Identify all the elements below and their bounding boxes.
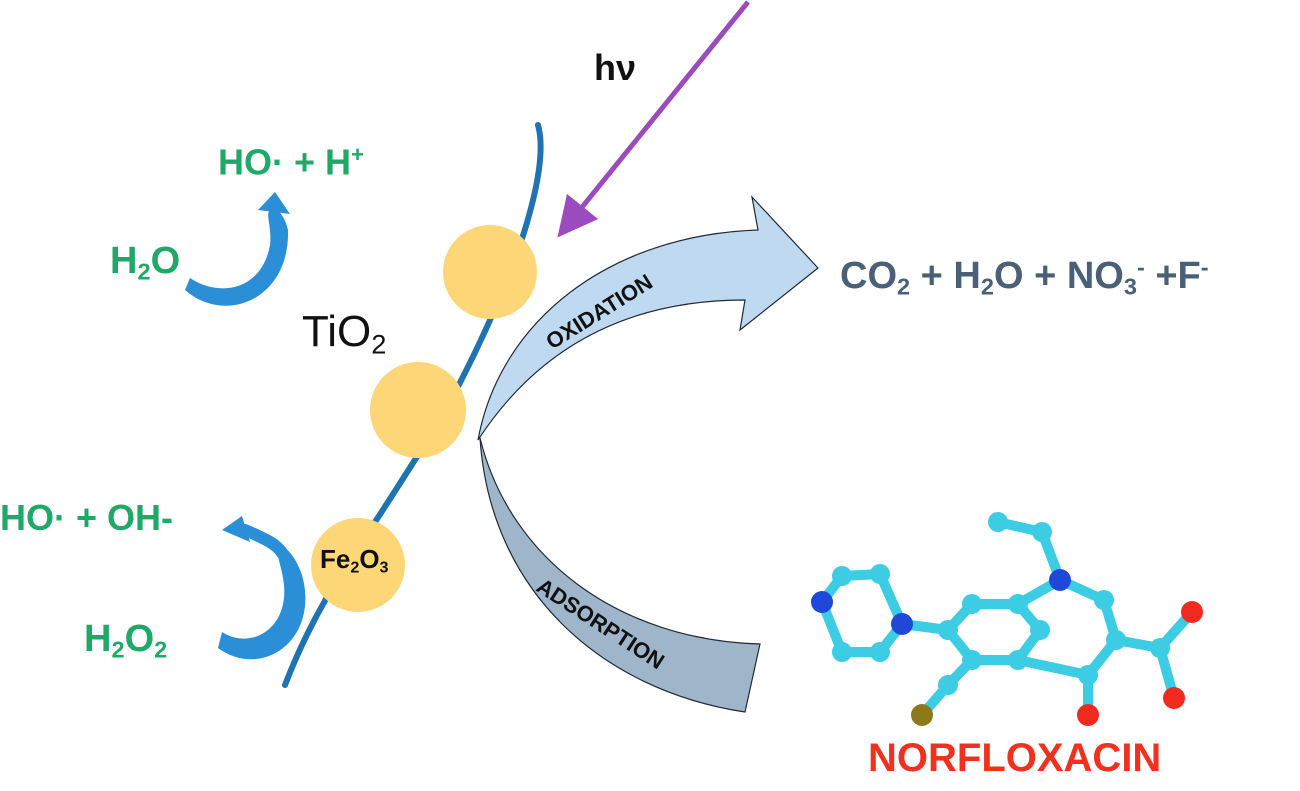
top-reactant-label: H2O: [110, 240, 181, 285]
molecule-atom-c: [962, 594, 982, 614]
molecule-atom-o: [1077, 704, 1099, 726]
h2o-arrow-head: [258, 192, 290, 214]
molecule-atom-c: [1150, 638, 1170, 658]
molecule-atom-c: [1078, 665, 1098, 685]
oxidation-arrow: [477, 195, 819, 441]
molecule-atom-c: [938, 620, 958, 640]
molecule-atom-c: [962, 650, 982, 670]
top-product-label: HO· + H+: [218, 141, 365, 183]
tio2-label: TiO2: [302, 307, 387, 360]
molecule-atom-o: [1181, 601, 1203, 623]
tio2-particle-middle: [370, 362, 466, 458]
light-label: hν: [594, 47, 637, 88]
molecule-atom-c: [988, 512, 1008, 532]
molecule-atom-c: [1030, 620, 1050, 640]
norfloxacin-molecule: [811, 512, 1203, 726]
molecule-atom-c: [832, 566, 852, 586]
molecule-atom-c: [1032, 522, 1052, 542]
molecule-atom-c: [938, 675, 958, 695]
bottom-reactant-label: H2O2: [84, 618, 168, 663]
molecule-atom-n: [1049, 569, 1071, 591]
bottom-product-label: HO· + OH-: [0, 497, 174, 538]
molecule-atom-c: [1008, 650, 1028, 670]
fe2o3-label: Fe2O3: [320, 544, 389, 577]
fe2o3-particle: [311, 518, 405, 612]
molecule-bond: [1013, 655, 1093, 680]
h2o2-arrow-shaft: [239, 524, 292, 566]
molecule-atom-n: [891, 613, 913, 635]
tio2-particle-top: [443, 225, 537, 319]
molecule-atom-f: [911, 704, 933, 726]
molecule-atom-o: [1163, 687, 1185, 709]
h2o2-reaction-arrow: [218, 547, 306, 660]
molecule-atom-c: [1008, 594, 1028, 614]
molecule-atom-c: [1094, 590, 1114, 610]
oxidation-products-label: CO2 + H2O + NO3- +F-: [840, 254, 1209, 300]
h2o-reaction-arrow: [185, 208, 289, 306]
molecule-atom-c: [870, 564, 890, 584]
molecule-atom-c: [832, 642, 852, 662]
molecule-atom-c: [870, 642, 890, 662]
molecule-atom-n: [811, 591, 833, 613]
molecule-name-label: NORFLOXACIN: [868, 736, 1162, 780]
adsorption-arrow: [479, 437, 761, 713]
light-arrow: [557, 0, 750, 238]
molecule-atom-c: [1106, 630, 1126, 650]
